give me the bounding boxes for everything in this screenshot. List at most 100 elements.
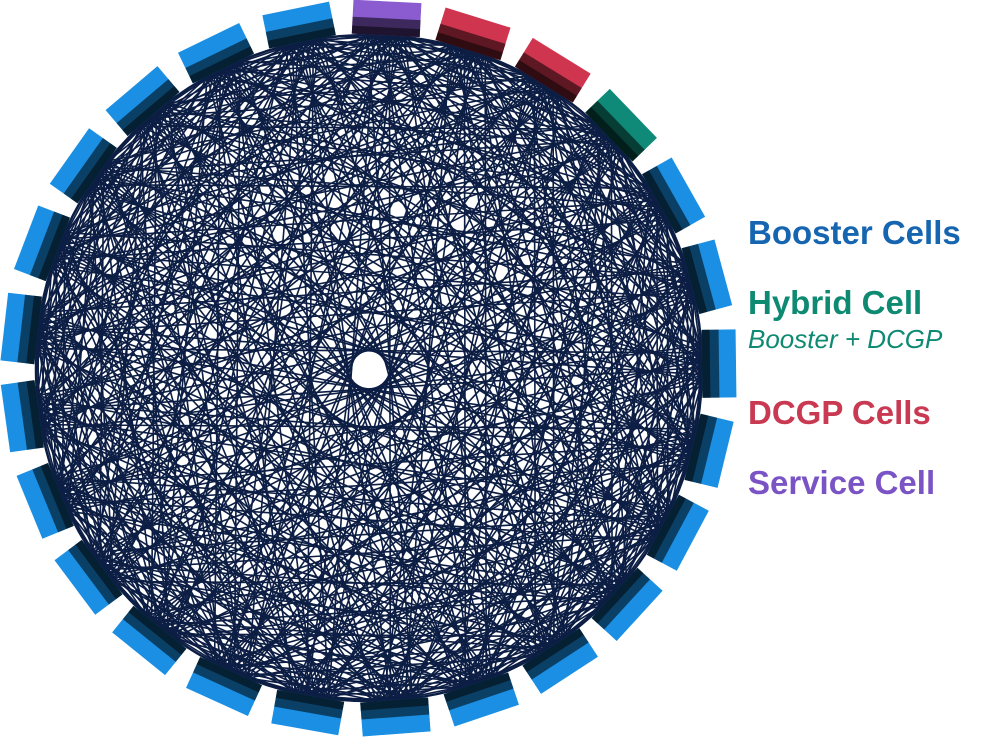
network-link [213, 70, 221, 664]
network-link [62, 497, 480, 683]
cell-booster-11 [443, 672, 519, 727]
network-link [298, 41, 692, 286]
cell-shade-inner [646, 494, 686, 559]
network-link [162, 262, 686, 631]
network-link [38, 66, 228, 418]
network-link [98, 45, 286, 174]
network-link [39, 318, 561, 642]
cell-booster-5 [681, 239, 733, 314]
network-link [58, 245, 164, 630]
network-link [67, 38, 322, 512]
cell-shade-inner [71, 143, 117, 204]
network-link [67, 178, 96, 512]
network-link [67, 510, 377, 702]
network-link [155, 111, 703, 354]
network-link [58, 245, 618, 591]
network-link [40, 311, 487, 681]
cell-booster-21 [49, 128, 117, 204]
network-link [64, 231, 690, 279]
network-link [219, 69, 690, 279]
legend-hybrid-cell: Hybrid Cell [748, 284, 923, 321]
cell-shade-inner [585, 106, 639, 162]
network-link [108, 575, 561, 642]
cell-shade-inner [701, 329, 711, 398]
network-link [291, 43, 549, 650]
network-link [90, 183, 693, 452]
cell-booster-12 [360, 697, 431, 737]
network-link [284, 45, 612, 141]
cell-booster-19 [0, 292, 42, 365]
network-link [103, 269, 688, 571]
network-link [59, 359, 703, 492]
network-link [162, 76, 208, 630]
cell-shade-inner [522, 628, 584, 673]
legend-booster-cells: Booster Cells [748, 214, 961, 251]
cell-booster-13 [271, 689, 345, 736]
network-link [39, 193, 654, 321]
network-link [40, 111, 158, 425]
network-link [58, 37, 321, 247]
network-link [320, 37, 548, 88]
network-link [312, 39, 693, 451]
cell-shade-inner [196, 656, 262, 693]
legend-hybrid-cell-subtitle: Booster + DCGP [748, 324, 943, 354]
network-link [305, 40, 392, 701]
cell-shade-inner [26, 295, 42, 365]
network-boundary-circle [34, 33, 704, 703]
network-link [298, 42, 474, 685]
legend-dcgp-cells: DCGP Cells [748, 394, 931, 431]
network-link [382, 50, 473, 701]
cell-shade-inner [75, 539, 123, 600]
network-link [161, 106, 696, 437]
cell-ring [0, 0, 737, 737]
network-link [94, 76, 208, 180]
cell-booster-14 [186, 656, 262, 717]
network-link [155, 111, 406, 700]
network-link [161, 106, 323, 698]
network-link [56, 60, 241, 254]
cell-shade [585, 100, 645, 162]
cell-booster-20 [13, 205, 71, 282]
network-link [56, 442, 694, 485]
network-link [99, 43, 293, 565]
network-link [37, 402, 308, 696]
cell-shade-inner [642, 170, 683, 234]
network-link [36, 212, 665, 343]
network-link [313, 38, 472, 52]
network-link [61, 69, 221, 499]
network-link [226, 38, 322, 670]
cell-booster-17 [16, 462, 74, 539]
network-link [37, 63, 235, 335]
network-link [156, 34, 369, 626]
network-link [37, 402, 692, 452]
network-link [312, 39, 567, 637]
network-link [214, 539, 654, 664]
network-link [54, 219, 668, 261]
network-link [58, 42, 300, 492]
network-link [213, 72, 658, 202]
cell-shade-inner [122, 85, 180, 137]
network-link [206, 76, 377, 702]
network-link [219, 69, 655, 542]
cell-booster-24 [262, 1, 336, 49]
network-link [112, 39, 315, 582]
cell-booster-10 [522, 628, 598, 694]
cell-hybrid-3 [585, 88, 657, 162]
cell-shade-inner [351, 25, 421, 38]
network-link [139, 125, 703, 376]
cell-shade-inner [267, 27, 336, 49]
network-link [306, 39, 315, 696]
cell-booster-6 [701, 329, 737, 398]
network-link [233, 60, 241, 673]
cell-shade-inner [443, 672, 511, 702]
cell-dcgp-1 [435, 7, 511, 61]
cell-booster-9 [591, 567, 663, 641]
network-link [232, 63, 694, 444]
network-link [53, 82, 542, 478]
network-link [150, 116, 487, 681]
network-link [206, 76, 703, 383]
network-link [61, 238, 555, 646]
network-link [206, 37, 321, 78]
network-link [38, 40, 307, 411]
network-link [38, 39, 314, 328]
